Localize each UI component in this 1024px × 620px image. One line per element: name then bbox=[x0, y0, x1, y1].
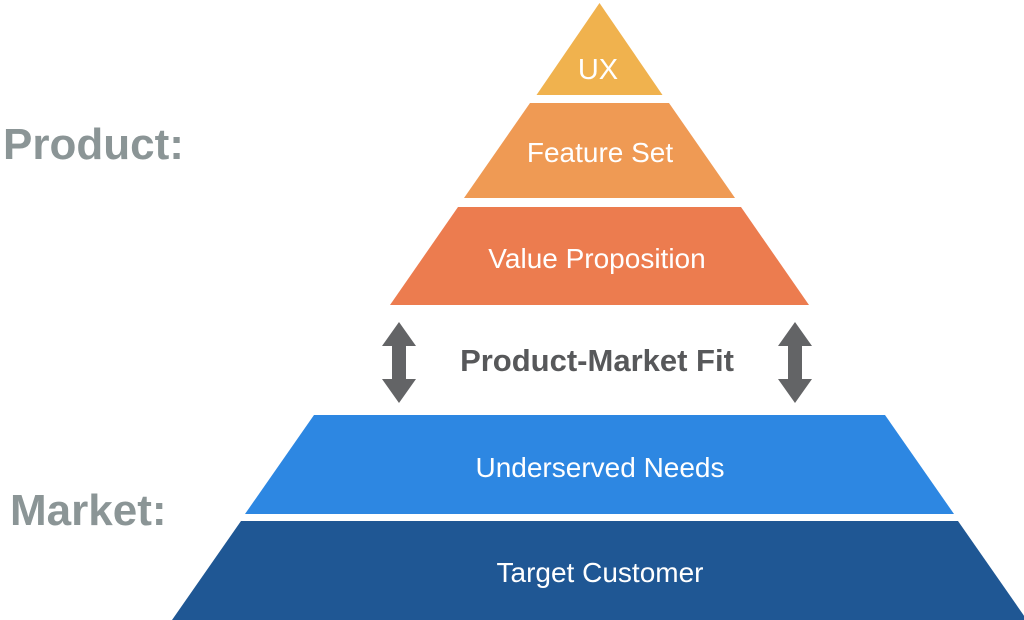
pyramid-layer-underserved-needs bbox=[245, 415, 954, 514]
pyramid-layer-feature-set bbox=[464, 103, 735, 198]
product-market-fit-label: Product-Market Fit bbox=[460, 343, 734, 378]
pyramid-layer-ux bbox=[536, 3, 663, 95]
layer-label-feature-set: Feature Set bbox=[527, 137, 674, 168]
pyramid-layer-value-proposition bbox=[390, 207, 809, 305]
double-arrow-right-icon bbox=[778, 322, 812, 403]
market-section-label: Market: bbox=[10, 486, 167, 535]
double-arrow-left-icon bbox=[382, 322, 416, 403]
layer-label-ux: UX bbox=[578, 54, 618, 86]
layer-label-target-customer: Target Customer bbox=[497, 557, 704, 588]
product-section-label: Product: bbox=[3, 120, 184, 169]
layer-label-value-proposition: Value Proposition bbox=[488, 243, 705, 274]
pyramid-layer-target-customer bbox=[172, 521, 1024, 620]
layer-label-underserved-needs: Underserved Needs bbox=[475, 452, 724, 483]
